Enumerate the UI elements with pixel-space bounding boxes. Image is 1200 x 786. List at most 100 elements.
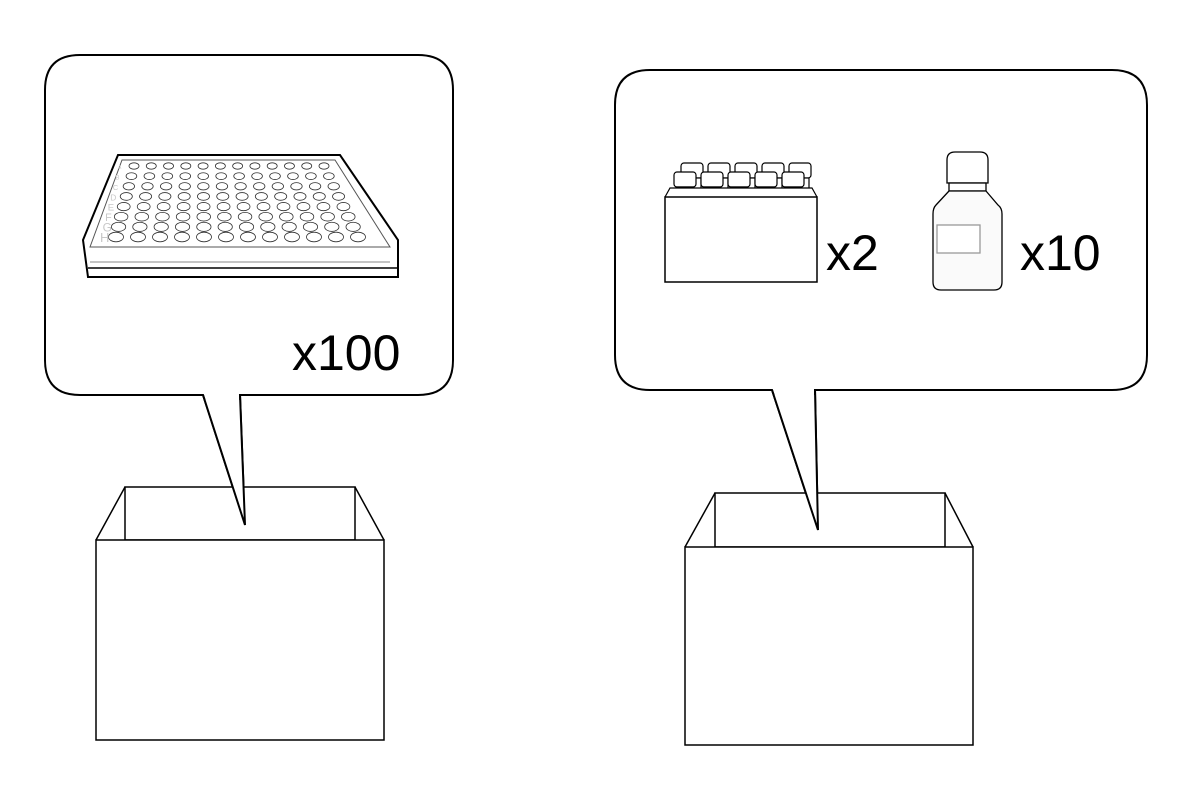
- well: [260, 221, 276, 232]
- well: [155, 211, 170, 222]
- well: [312, 192, 326, 201]
- well: [232, 162, 244, 170]
- left-open-box: [95, 486, 385, 741]
- well: [323, 172, 335, 180]
- well: [163, 162, 174, 170]
- well: [266, 162, 278, 170]
- well: [269, 172, 281, 180]
- plate-row-letter: D: [110, 192, 116, 202]
- well: [341, 211, 356, 222]
- well: [258, 211, 273, 222]
- well: [306, 231, 322, 243]
- well: [276, 202, 291, 212]
- well: [301, 162, 313, 170]
- bottle-icon: [932, 151, 1003, 291]
- well: [122, 182, 135, 191]
- well: [240, 231, 256, 243]
- well: [180, 162, 192, 170]
- well: [284, 231, 300, 243]
- well: [238, 221, 255, 232]
- well: [293, 192, 307, 201]
- well: [308, 182, 322, 191]
- well: [284, 162, 295, 170]
- well: [136, 202, 151, 212]
- well: [108, 231, 124, 243]
- plate-row-letter: E: [108, 203, 114, 214]
- plate-quantity-label: x100: [292, 325, 400, 381]
- well: [197, 172, 209, 180]
- well: [350, 231, 366, 243]
- well: [153, 221, 169, 232]
- plate-row-letter: G: [103, 220, 112, 234]
- left-speech-bubble: [44, 54, 454, 526]
- well: [215, 172, 227, 180]
- well: [296, 202, 311, 212]
- well: [159, 182, 173, 191]
- well: [218, 231, 234, 243]
- well: [279, 211, 294, 222]
- well: [328, 231, 344, 243]
- well: [215, 182, 229, 191]
- well: [197, 192, 210, 201]
- well: [217, 211, 232, 222]
- well: [299, 211, 315, 222]
- well: [111, 221, 127, 232]
- well: [128, 162, 140, 170]
- well: [216, 192, 230, 201]
- well: [176, 202, 191, 212]
- well: [158, 192, 172, 201]
- well: [179, 172, 192, 180]
- plate-row-letter: B: [115, 175, 119, 182]
- well: [249, 162, 261, 170]
- well: [217, 221, 233, 232]
- well: [274, 192, 288, 201]
- well: [216, 202, 231, 212]
- well: [290, 182, 303, 191]
- well: [302, 221, 319, 232]
- well: [233, 172, 245, 180]
- well: [251, 172, 263, 180]
- plate-row-letter: H: [100, 230, 109, 245]
- well: [132, 221, 148, 232]
- plate-row-letter: F: [105, 212, 112, 224]
- well: [196, 202, 211, 212]
- plate-row-letter: C: [113, 183, 118, 192]
- well: [177, 192, 191, 201]
- well: [161, 172, 174, 180]
- well: [256, 202, 271, 212]
- well: [134, 211, 149, 222]
- well: [175, 221, 191, 232]
- well: [145, 162, 157, 170]
- well: [254, 192, 268, 201]
- well: [175, 211, 191, 222]
- well: [152, 231, 168, 243]
- well: [196, 231, 212, 243]
- well: [237, 211, 253, 222]
- well: [327, 182, 340, 191]
- well: [336, 202, 351, 212]
- well: [130, 231, 146, 243]
- well: [197, 182, 210, 191]
- well: [320, 211, 335, 222]
- well: [324, 221, 340, 232]
- well: [271, 182, 284, 191]
- well: [178, 182, 191, 191]
- well: [332, 192, 346, 201]
- well: [214, 162, 226, 170]
- well: [113, 211, 129, 222]
- well: [287, 172, 299, 180]
- tube-rack-quantity-label: x2: [826, 225, 879, 281]
- well: [345, 221, 361, 232]
- tube-rack-icon: [664, 162, 818, 283]
- well: [253, 182, 266, 191]
- well: [141, 182, 154, 191]
- well: [236, 202, 251, 212]
- well: [139, 192, 153, 201]
- well: [318, 162, 330, 170]
- well: [143, 172, 156, 180]
- plate-row-letter: A: [118, 165, 122, 171]
- well: [234, 182, 247, 191]
